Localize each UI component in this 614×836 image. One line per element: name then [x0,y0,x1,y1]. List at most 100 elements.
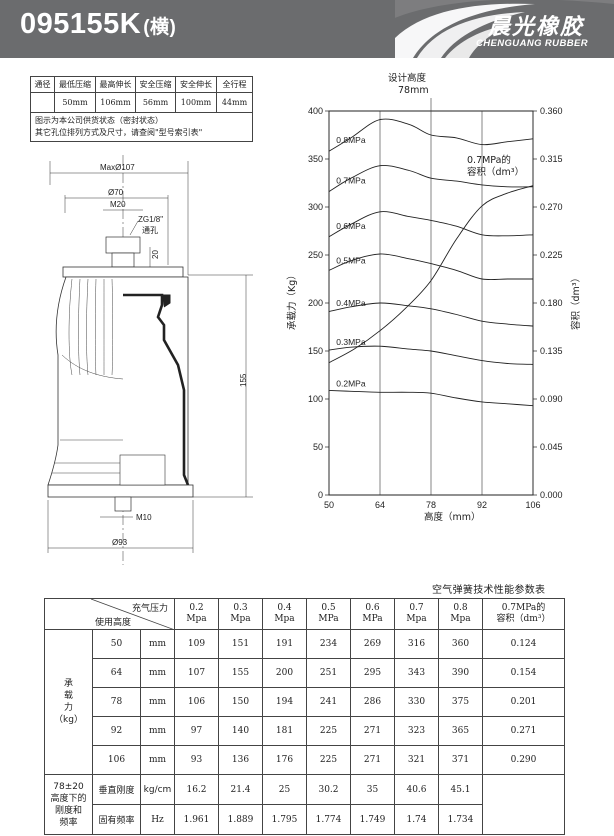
spec-value-cell [30,92,55,113]
pressure-curve-label: 0.3MPa [336,337,366,347]
unit-cell: mm [140,687,175,717]
dim-155-label: 155 [239,373,248,387]
spec-header-cell: 安全伸长 [175,76,217,93]
load-cell: 109 [174,629,219,659]
y-tick-label: 0 [318,490,323,500]
load-label-char: （kg） [54,715,83,725]
pressure-unit: MPa [362,614,383,624]
load-cell: 271 [350,745,395,775]
corner-bottom-label: 使用高度 [95,618,132,628]
stiffness-cell: 25 [262,774,307,805]
corner-diagonal [90,599,175,630]
spec-header-row: 通径 最低压缩 最高伸长 安全压缩 安全伸长 全行程 [30,76,253,93]
load-cell: 200 [262,658,307,688]
y2-tick-label: 0.225 [540,250,563,260]
spec-value-cell: 106mm [95,92,136,113]
pressure-value: 0.2 [189,603,204,613]
frequency-cell: 1.774 [306,804,351,835]
height-cell: 50 [92,629,141,659]
empty-volume-cell [482,774,565,835]
load-label-cell: 承 载 力 （kg） [44,629,93,775]
pressure-unit: MPa [318,614,339,624]
load-cell: 155 [218,658,263,688]
load-cell: 323 [394,716,439,746]
m20-label: M20 [110,200,126,209]
volume-curve-label: 0.7MPa的 [467,154,511,166]
height-cell: 106 [92,745,141,775]
unit-cell: mm [140,658,175,688]
y-tick-label: 300 [308,202,323,212]
frequency-cell: 1.795 [262,804,307,835]
load-cell: 360 [438,629,483,659]
stiffness-cell: 16.2 [174,774,219,805]
load-cell: 295 [350,658,395,688]
pressure-curve [328,118,534,152]
pressure-unit: Mpa [230,614,251,624]
bottom-bolt [114,496,132,512]
load-cell: 181 [262,716,307,746]
dim-20-label: 20 [151,250,160,259]
spec-header-cell: 全行程 [216,76,253,93]
pressure-value: 0.5 [321,603,336,613]
design-height-label: 设计高度 [388,72,427,84]
load-cell: 316 [394,629,439,659]
load-cell: 343 [394,658,439,688]
spec-value-cell: 44mm [216,92,253,113]
stiffness-label-cell: 78±20 高度下的 刚度和 频率 [44,774,93,835]
brand-name-cn: 晨光橡胶 [488,15,585,40]
y2-axis-label: 容积（dm³） [570,273,582,330]
port-label: ZG1/8" [138,215,163,224]
pressure-curve-label: 0.4MPa [336,298,366,308]
frequency-cell: 1.749 [350,804,395,835]
load-label-char: 载 [63,691,73,701]
load-cell: 375 [438,687,483,717]
stiffness-row: 78±20 高度下的 刚度和 频率 垂直刚度 kg/cm 16.2 21.4 2… [44,774,565,835]
load-cell: 191 [262,629,307,659]
spec-value-cell: 100mm [175,92,217,113]
load-row: 92 mm 97 140 181 225 271 323 365 0.271 [45,716,565,746]
pressure-value: 0.3 [233,603,248,613]
load-cell: 136 [218,745,263,775]
load-cell: 151 [218,629,263,659]
m10-label: M10 [136,513,152,522]
frequency-unit: Hz [140,804,175,835]
x-tick-label: 106 [525,500,540,510]
spec-note-line: 其它孔位排列方式及尺寸，请查阅"型号索引表" [35,128,203,137]
load-cell: 106 [174,687,219,717]
frequency-cell: 1.734 [438,804,483,835]
stiffness-label-line: 刚度和 [54,805,82,816]
height-cell: 92 [92,716,141,746]
spec-note: 图示为本公司供货状态（密封状态） 其它孔位排列方式及尺寸，请查阅"型号索引表" [30,112,253,142]
load-label-char: 承 [63,679,73,689]
dia-70-label: Ø70 [108,188,124,197]
brand-logo-icon [395,0,614,58]
spec-header-cell: 最高伸长 [95,76,136,93]
model-number: 095155K [20,8,142,40]
load-cell: 371 [438,745,483,775]
load-cell: 194 [262,687,307,717]
stiffness-label-line: 78±20 [53,781,84,792]
height-cell: 78 [92,687,141,717]
top-plate [62,266,184,278]
spec-note-row: 图示为本公司供货状态（密封状态） 其它孔位排列方式及尺寸，请查阅"型号索引表" [30,112,253,142]
header-bar: 095155K(横) 晨光橡胶 CHENGUANG RUBBER [0,0,614,58]
frequency-name: 固有频率 [92,804,141,835]
volume-cell: 0.201 [482,687,565,717]
stiffness-cell: 35 [350,774,395,805]
volume-curve [328,185,534,364]
pressure-value: 0.4 [277,603,292,613]
stiffness-cell: 40.6 [394,774,439,805]
load-cell: 176 [262,745,307,775]
y2-tick-label: 0.135 [540,346,563,356]
pressure-curve [328,164,534,192]
y2-tick-label: 0.045 [540,442,563,452]
load-cell: 330 [394,687,439,717]
load-cell: 269 [350,629,395,659]
y-tick-label: 400 [308,106,323,116]
y-tick-label: 150 [308,346,323,356]
max-dia-label: MaxØ107 [100,163,135,172]
